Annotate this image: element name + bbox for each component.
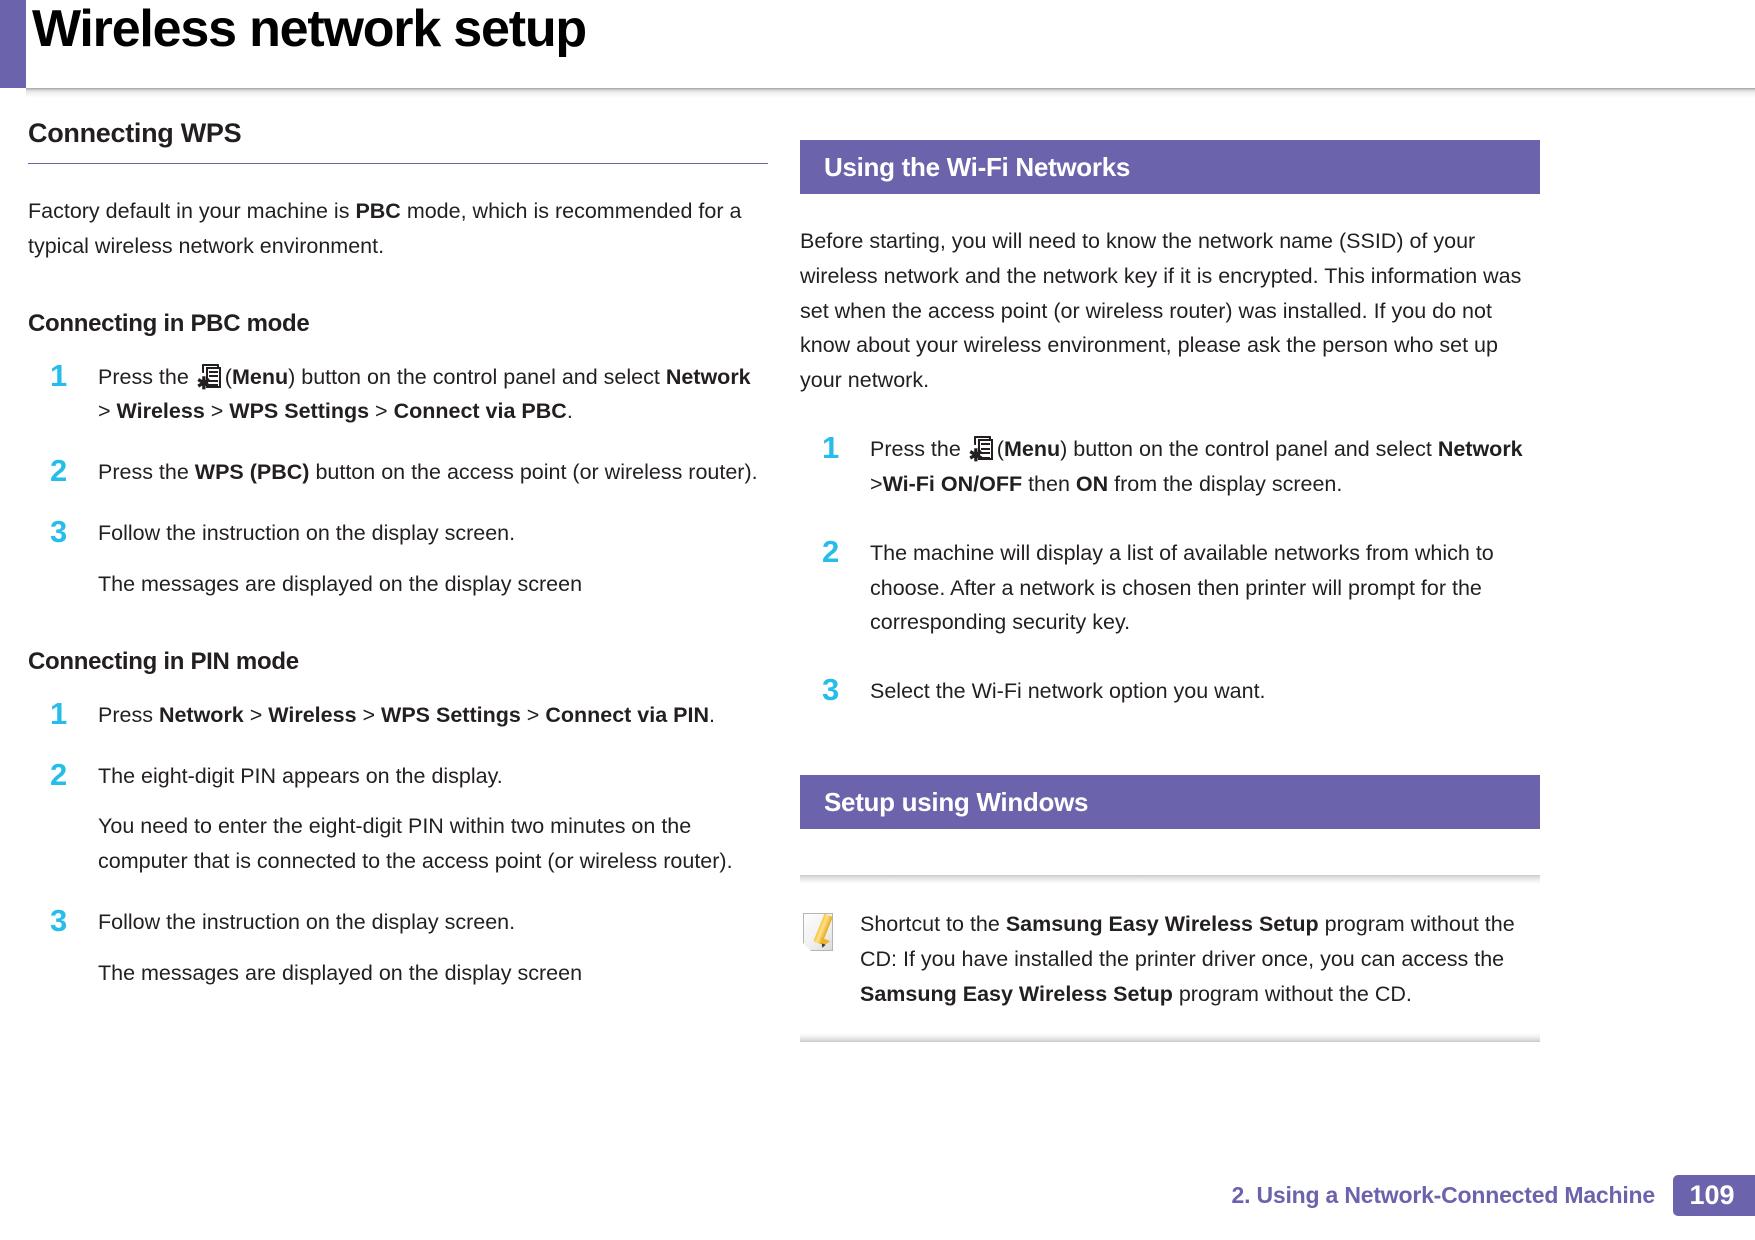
step-text: Press the ✱(Menu) button on the control … xyxy=(98,360,768,430)
step-text: Press the WPS (PBC) button on the access… xyxy=(98,455,768,490)
step-bold-on: ON xyxy=(1075,471,1109,496)
step-subtext: The messages are displayed on the displa… xyxy=(98,571,583,596)
step-number: 1 xyxy=(50,695,68,731)
intro-text-2: mode, which is recommended for a typical… xyxy=(28,199,742,258)
step-number: 2 xyxy=(50,756,68,792)
step-text-part: > xyxy=(870,471,883,496)
step-bold-connect-via-pin: Connect via PIN xyxy=(545,702,710,727)
note-bold-samsung-easy-wireless-setup-2: Samsung Easy Wireless Setup xyxy=(860,981,1173,1006)
menu-icon: ✱ xyxy=(197,363,222,392)
step-item: 2 The eight-digit PIN appears on the dis… xyxy=(28,757,768,879)
step-bold-network: Network xyxy=(1437,437,1523,462)
step-subtext: You need to enter the eight-digit PIN wi… xyxy=(98,814,733,874)
step-text: Press Network > Wireless > WPS Settings … xyxy=(98,698,768,733)
note-box: Shortcut to the Samsung Easy Wireless Se… xyxy=(800,875,1540,1042)
step-item: 3 Follow the instruction on the display … xyxy=(28,514,768,602)
step-bold-wps-settings: WPS Settings xyxy=(229,399,370,424)
step-item: 3 Follow the instruction on the display … xyxy=(28,903,768,991)
step-text-part: Press the xyxy=(870,437,967,462)
step-text-part: ) button on the control panel and select xyxy=(1060,437,1438,462)
note-bold-samsung-easy-wireless-setup: Samsung Easy Wireless Setup xyxy=(1005,912,1319,937)
step-number: 3 xyxy=(822,672,840,708)
step-item: 3 Select the Wi-Fi network option you wa… xyxy=(800,672,1540,709)
step-item: 1 Press the ✱(Menu) button on the contro… xyxy=(28,358,768,430)
step-number: 3 xyxy=(50,903,68,939)
step-text-part: > xyxy=(243,702,269,727)
step-text-part: from the display screen. xyxy=(1108,471,1343,496)
heading-connecting-pbc-mode: Connecting in PBC mode xyxy=(28,309,310,337)
step-text-part: > xyxy=(98,399,117,424)
step-text-part: ) button on the control panel and select xyxy=(288,364,666,389)
step-bold-menu: Menu xyxy=(231,364,289,389)
step-text: Follow the instruction on the display sc… xyxy=(98,910,516,935)
step-text: Select the Wi-Fi network option you want… xyxy=(870,679,1266,704)
section-bar-setup-using-windows: Setup using Windows xyxy=(800,775,1540,830)
step-number: 2 xyxy=(50,453,68,489)
note-text-part: Shortcut to the xyxy=(860,912,1006,937)
step-number: 1 xyxy=(50,357,68,393)
note-text: Shortcut to the Samsung Easy Wireless Se… xyxy=(860,907,1536,1011)
step-text-part: Press the xyxy=(98,460,195,485)
step-text-part: ( xyxy=(996,437,1004,462)
intro-text-1: Factory default in your machine is xyxy=(28,199,356,223)
step-item: 2 The machine will display a list of ava… xyxy=(800,534,1540,640)
intro-bold-pbc: PBC xyxy=(355,199,401,223)
step-bold-wps-settings: WPS Settings xyxy=(381,702,521,727)
page-title: Wireless network setup xyxy=(32,0,587,58)
step-text-part: button on the access point (or wireless … xyxy=(309,460,758,485)
step-number: 2 xyxy=(822,533,840,569)
step-text-part: > xyxy=(520,702,546,727)
step-item: 2 Press the WPS (PBC) button on the acce… xyxy=(28,453,768,490)
wifi-intro-paragraph: Before starting, you will need to know t… xyxy=(800,229,1522,393)
step-bold-wifi-on-off: Wi-Fi ON/OFF xyxy=(882,471,1023,496)
step-number: 3 xyxy=(50,514,68,550)
step-text-part: > xyxy=(204,399,230,424)
note-text-part: program without the CD. xyxy=(1172,981,1412,1006)
step-bold-wps-pbc: WPS (PBC) xyxy=(194,460,310,485)
title-accent-bar xyxy=(0,0,26,88)
note-top-divider xyxy=(800,875,1540,885)
page-title-row: Wireless network setup xyxy=(0,0,1755,98)
note-bottom-divider xyxy=(800,1032,1540,1042)
step-subtext: The messages are displayed on the displa… xyxy=(98,960,583,985)
step-text: The machine will display a list of avail… xyxy=(870,540,1494,635)
step-bold-wireless: Wireless xyxy=(116,399,205,424)
step-bold-menu: Menu xyxy=(1003,437,1061,462)
step-text-part: Press the xyxy=(98,364,195,389)
step-text-part: > xyxy=(369,399,394,424)
section-bar-using-wifi-networks: Using the Wi-Fi Networks xyxy=(800,140,1540,194)
right-column: Using the Wi-Fi Networks Before starting… xyxy=(800,140,1540,1042)
step-bold-connect-via-pbc: Connect via PBC xyxy=(393,399,567,424)
step-bold-network: Network xyxy=(158,702,244,727)
note-pencil-icon xyxy=(800,911,842,955)
step-text-part: . xyxy=(709,702,715,727)
step-text: Press the ✱(Menu) button on the control … xyxy=(870,432,1540,502)
footer-page-number: 109 xyxy=(1673,1175,1755,1216)
step-text-part: Press xyxy=(98,702,159,727)
step-text-part: . xyxy=(566,399,573,424)
section-bar-label: Using the Wi-Fi Networks xyxy=(824,151,1131,182)
footer-chapter-label: 2. Using a Network-Connected Machine xyxy=(1231,1182,1656,1208)
step-bold-wireless: Wireless xyxy=(268,702,363,727)
step-bold-network: Network xyxy=(665,364,751,389)
step-text-part: ( xyxy=(224,364,232,389)
page-footer: 2. Using a Network-Connected Machine 109 xyxy=(0,1164,1755,1216)
heading-rule xyxy=(28,163,768,164)
heading-connecting-wps: Connecting WPS xyxy=(28,118,242,148)
menu-icon: ✱ xyxy=(969,436,994,464)
step-item: 1 Press Network > Wireless > WPS Setting… xyxy=(28,696,768,733)
step-text-part: then xyxy=(1022,471,1076,496)
step-item: 1 Press the ✱(Menu) button on the contro… xyxy=(800,430,1540,502)
step-text: The eight-digit PIN appears on the displ… xyxy=(98,763,503,788)
intro-paragraph: Factory default in your machine is PBC m… xyxy=(28,194,768,264)
heading-connecting-pin-mode: Connecting in PIN mode xyxy=(28,647,299,675)
step-text-part: > xyxy=(362,702,382,727)
note-text-part: program without the CD: If you have inst… xyxy=(860,912,1515,971)
title-divider xyxy=(26,88,1755,98)
step-text: Follow the instruction on the display sc… xyxy=(98,521,516,546)
section-bar-label: Setup using Windows xyxy=(824,786,1089,817)
step-number: 1 xyxy=(822,430,840,466)
left-column: Connecting WPS Factory default in your m… xyxy=(28,118,768,1017)
